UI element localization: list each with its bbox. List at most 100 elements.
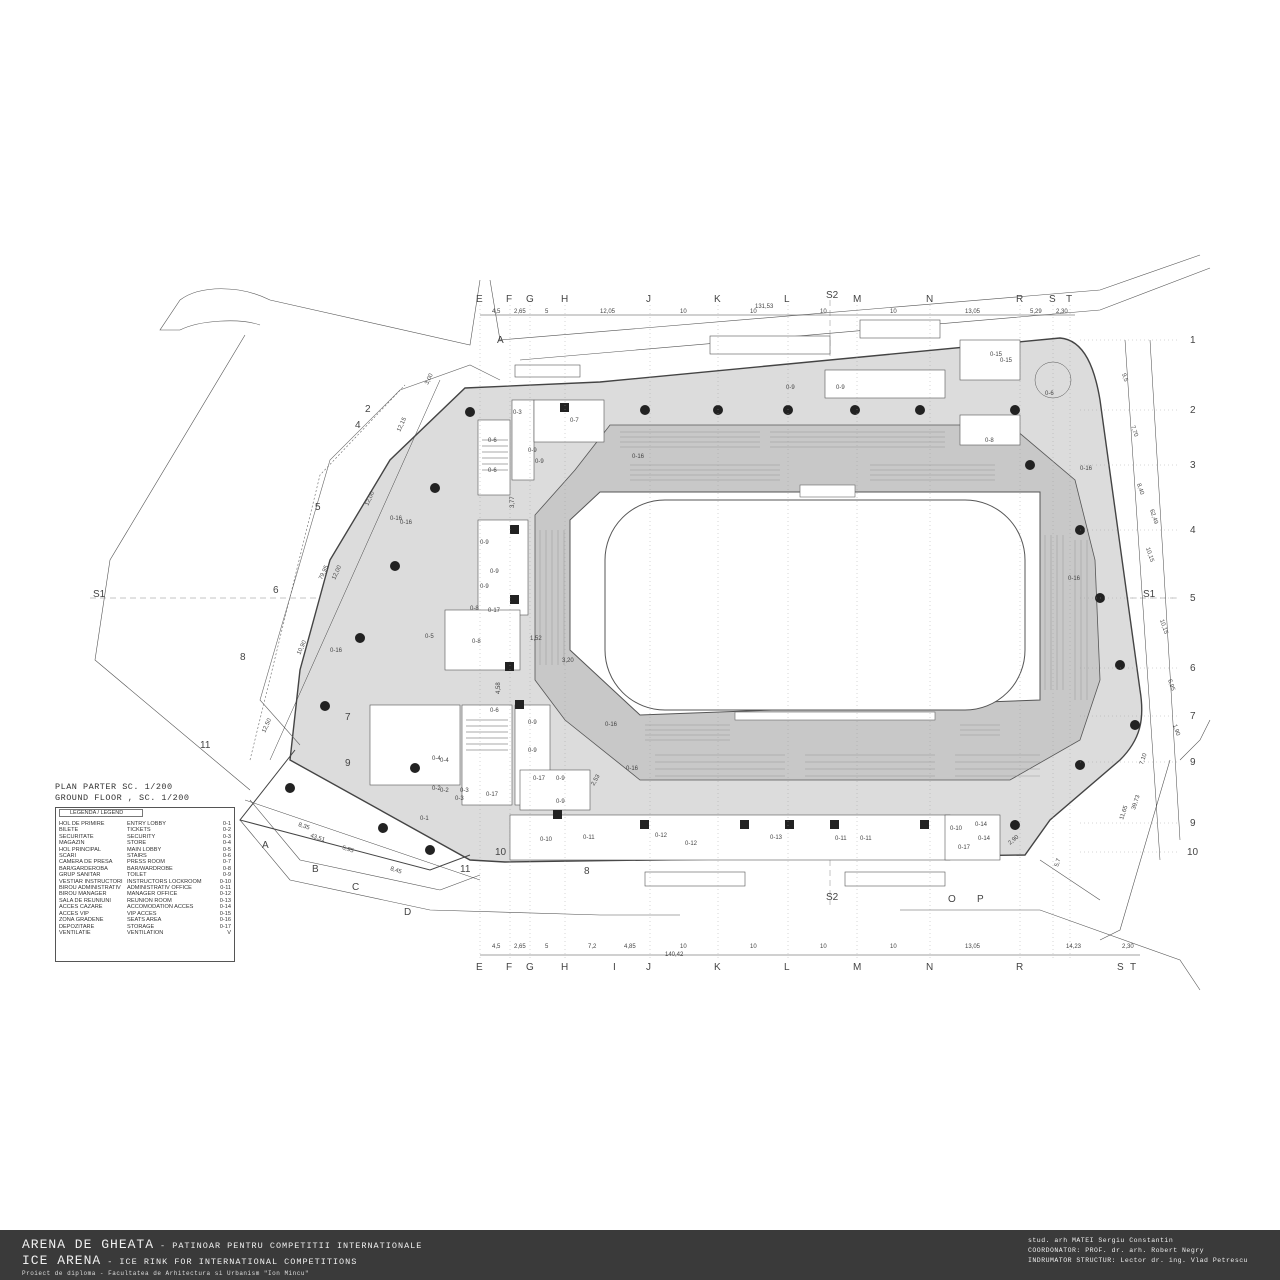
- svg-text:D: D: [404, 907, 411, 918]
- svg-text:9: 9: [1190, 757, 1196, 768]
- svg-text:T: T: [1066, 294, 1072, 305]
- svg-text:A: A: [497, 335, 504, 346]
- svg-text:131,53: 131,53: [755, 304, 774, 310]
- svg-text:10: 10: [750, 309, 757, 315]
- svg-text:10: 10: [820, 309, 827, 315]
- svg-text:0-11: 0-11: [583, 835, 595, 841]
- svg-text:H: H: [561, 962, 568, 973]
- svg-text:A: A: [262, 840, 269, 851]
- legend-ro: ACCES CAZARE: [59, 904, 103, 911]
- legend-code: 0-13: [219, 897, 231, 904]
- svg-text:0-17: 0-17: [486, 792, 499, 798]
- svg-text:0-9: 0-9: [836, 385, 845, 391]
- svg-text:4,5: 4,5: [492, 309, 501, 315]
- svg-text:0-14: 0-14: [975, 822, 988, 828]
- svg-text:S1: S1: [1143, 589, 1156, 600]
- svg-text:0-2: 0-2: [440, 788, 449, 794]
- svg-text:1,52: 1,52: [530, 636, 542, 642]
- legend-ro: ZONA GRADENE: [59, 917, 104, 924]
- svg-text:8: 8: [240, 652, 246, 663]
- svg-text:0-3: 0-3: [460, 788, 469, 794]
- svg-text:5,7: 5,7: [1054, 857, 1062, 867]
- svg-text:0-9: 0-9: [786, 385, 795, 391]
- project-subtitle-ro: - PATINOAR PENTRU COMPETITII INTERNATION…: [160, 1241, 423, 1251]
- legend-en: REUNION ROOM: [127, 897, 172, 904]
- svg-text:0-4: 0-4: [432, 756, 441, 762]
- svg-text:1,90: 1,90: [1171, 724, 1181, 738]
- svg-text:0-16: 0-16: [626, 766, 639, 772]
- svg-text:62,49: 62,49: [1148, 509, 1159, 526]
- svg-text:0-16: 0-16: [390, 516, 403, 522]
- grid-labels-bottom: E F G H I J K L M N R S T: [476, 962, 1136, 973]
- coordinator: COORDONATOR: PROF. dr. arh. Robert Negry: [1028, 1247, 1205, 1254]
- svg-text:0-9: 0-9: [528, 748, 537, 754]
- svg-text:N: N: [926, 294, 933, 305]
- svg-text:5,29: 5,29: [1030, 309, 1042, 315]
- svg-text:0-6: 0-6: [1045, 391, 1054, 397]
- dimensions-right: 9,5 7,70 8,40 10,15 10,15 6,95 1,90 7,10…: [1054, 373, 1180, 868]
- svg-text:0-9: 0-9: [556, 799, 565, 805]
- svg-text:J: J: [646, 962, 651, 973]
- legend-en: ADMINISTRATIV OFFICE: [127, 885, 192, 892]
- legend-ro: DEPOZITARE: [59, 923, 95, 930]
- svg-text:0-9: 0-9: [556, 776, 565, 782]
- svg-text:5: 5: [1190, 593, 1196, 604]
- svg-text:2,30: 2,30: [1056, 309, 1068, 315]
- legend-code: 0-12: [219, 891, 231, 898]
- legend-code: 0-17: [219, 923, 231, 930]
- legend-en: ENTRY LOBBY: [127, 821, 166, 827]
- svg-text:S2: S2: [826, 892, 839, 903]
- legend-ro: BILETE: [59, 827, 79, 834]
- svg-text:0-8: 0-8: [472, 639, 481, 645]
- svg-text:S1: S1: [93, 589, 106, 600]
- legend-ro: HOL DE PRIMIRE: [59, 821, 105, 827]
- svg-text:0-8: 0-8: [470, 606, 479, 612]
- structure-advisor: INDRUMATOR STRUCTUR: Lector dr. ing. Vla…: [1028, 1257, 1249, 1264]
- svg-text:I: I: [613, 962, 616, 973]
- svg-text:10,15: 10,15: [1158, 619, 1169, 636]
- svg-text:0-16: 0-16: [632, 454, 645, 460]
- svg-text:0-11: 0-11: [835, 836, 847, 842]
- svg-text:10: 10: [750, 944, 757, 950]
- svg-text:0-9: 0-9: [490, 569, 499, 575]
- svg-text:9,5: 9,5: [1120, 373, 1128, 383]
- svg-text:5: 5: [545, 309, 549, 315]
- svg-text:2,53: 2,53: [591, 773, 602, 787]
- svg-text:10: 10: [680, 309, 687, 315]
- svg-text:0-16: 0-16: [1080, 466, 1093, 472]
- svg-text:2: 2: [1190, 405, 1196, 416]
- svg-text:0-16: 0-16: [400, 520, 413, 526]
- legend-ro: VESTIAR INSTRUCTORI: [59, 878, 123, 885]
- legend-code: 0-16: [219, 917, 231, 924]
- svg-text:0-10: 0-10: [950, 826, 963, 832]
- svg-text:0-14: 0-14: [978, 836, 991, 842]
- student-name: stud. arh MATEI Sergiu Constantin: [1028, 1237, 1174, 1244]
- legend-code: 0-15: [219, 910, 231, 917]
- svg-text:L: L: [784, 294, 790, 305]
- svg-text:E: E: [476, 294, 483, 305]
- legend-en: STAIRS: [127, 853, 147, 860]
- svg-text:E: E: [476, 962, 483, 973]
- svg-text:0-17: 0-17: [533, 776, 546, 782]
- svg-text:0-12: 0-12: [685, 841, 698, 847]
- svg-text:H: H: [561, 294, 568, 305]
- legend-ro: ACCES VIP: [59, 910, 89, 917]
- svg-text:4,5: 4,5: [492, 944, 501, 950]
- svg-text:0-17: 0-17: [958, 845, 971, 851]
- project-title-en: ICE ARENA: [22, 1253, 102, 1268]
- svg-text:0-8: 0-8: [985, 438, 994, 444]
- svg-text:3,77: 3,77: [510, 496, 516, 508]
- svg-text:G: G: [526, 962, 534, 973]
- room-labels: 0-1 0-5 0-4 0-6 0-7 0-8 0-9 0-10 0-11 0-…: [330, 352, 1093, 851]
